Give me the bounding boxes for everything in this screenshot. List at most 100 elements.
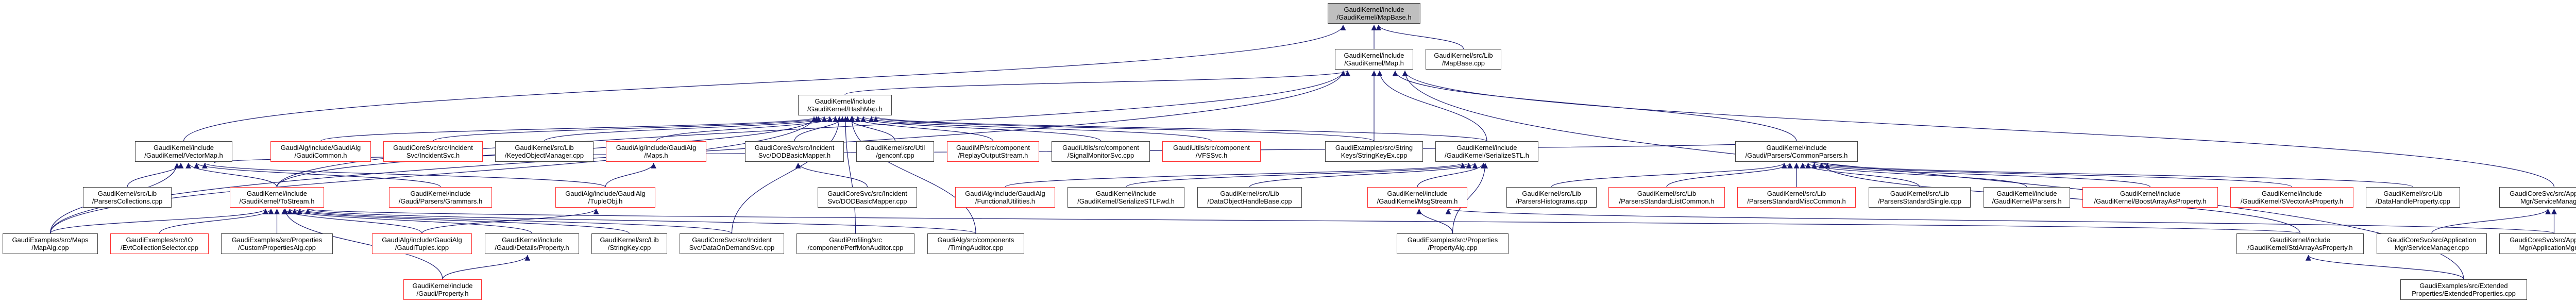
graph-node-svectorasproperty-h[interactable]: GaudiKernel/include/GaudiKernel/SVectorA… [2230, 187, 2353, 208]
graph-node-gaudicommon-h[interactable]: GaudiAlg/include/GaudiAlg/GaudiCommon.h [270, 141, 371, 162]
edge-maps_h-to-hashmap_h [655, 116, 838, 142]
node-label-line: GaudiKernel/include [815, 97, 875, 105]
edge-gaudi_property_h-to-details_property_h [442, 255, 531, 280]
graph-node-perfmonauditor-cpp[interactable]: GaudiProfiling/src/component/PerfMonAudi… [796, 233, 914, 254]
graph-node-commonparsers-h[interactable]: GaudiKernel/include/Gaudi/Parsers/Common… [1735, 141, 1858, 162]
graph-node-mapbase-h[interactable]: GaudiKernel/include/GaudiKernel/MapBase.… [1328, 3, 1420, 24]
node-label-line: GaudiUtils/src/component [1062, 144, 1139, 152]
node-label-line: /TimingAuditor.cpp [948, 244, 1004, 251]
graph-node-genconf-cpp[interactable]: GaudiKernel/src/Util/genconf.cpp [856, 141, 934, 162]
graph-node-evtcollectionselector-cpp[interactable]: GaudiExamples/src/IO/EvtCollectionSelect… [110, 233, 209, 254]
graph-node-signalmonitorsvc-cpp[interactable]: GaudiUtils/src/component/SignalMonitorSv… [1052, 141, 1150, 162]
graph-node-parsersstandardlistcommon-h[interactable]: GaudiKernel/src/Lib/ParsersStandardListC… [1608, 187, 1725, 208]
graph-node-datahandleproperty-cpp[interactable]: GaudiKernel/src/Lib/DataHandleProperty.c… [2366, 187, 2460, 208]
edge-parsersstandardlistcommon_h-to-commonparsers_h [1666, 162, 1793, 188]
graph-node-details-property-h[interactable]: GaudiKernel/include/Gaudi/Details/Proper… [485, 233, 579, 254]
node-label-line: GaudiAlg/include/GaudiAlg [616, 144, 697, 152]
graph-node-servicemanager-h[interactable]: GaudiCoreSvc/src/ApplicationMgr/ServiceM… [2499, 187, 2576, 208]
node-label-line: GaudiKernel/include [246, 190, 308, 197]
node-label-line: /GaudiKernel/Map.h [1344, 59, 1404, 67]
graph-node-dataobjecthandlebase-cpp[interactable]: GaudiKernel/src/Lib/DataObjectHandleBase… [1197, 187, 1302, 208]
graph-node-map-h[interactable]: GaudiKernel/include/GaudiKernel/Map.h [1335, 49, 1413, 70]
node-label-line: GaudiProfiling/src [829, 236, 882, 244]
edge-boostarrayasproperty_h-to-commonparsers_h [1811, 162, 2151, 188]
node-label-line: /GaudiKernel/HashMap.h [807, 105, 883, 113]
edge-servicemanager_cpp-to-servicemanager_h [2431, 208, 2551, 234]
edge-servicemanager_h-to-map_h [1402, 70, 2555, 188]
node-label-line: GaudiKernel/include [1344, 52, 1404, 59]
graph-node-timingauditor-cpp[interactable]: GaudiAlg/src/components/TimingAuditor.cp… [927, 233, 1024, 254]
graph-node-replayoutputstream-h[interactable]: GaudiMP/src/component/ReplayOutputStream… [947, 141, 1039, 162]
edge-gaudicommon_h-to-hashmap_h [320, 116, 822, 142]
graph-node-parsershistograms-cpp[interactable]: GaudiKernel/src/Lib/ParsersHistograms.cp… [1506, 187, 1597, 208]
graph-node-gaudituples-icpp[interactable]: GaudiAlg/include/GaudiAlg/GaudiTuples.ic… [372, 233, 472, 254]
graph-node-stdarrayasproperty-h[interactable]: GaudiKernel/include/GaudiKernel/StdArray… [2236, 233, 2364, 254]
graph-node-mapbase-cpp[interactable]: GaudiKernel/src/Lib/MapBase.cpp [1426, 49, 1501, 70]
node-label-line: /CustomPropertiesAlg.cpp [238, 244, 316, 251]
edge-dodbasicmapper_cpp-to-dodbasicmapper_h [795, 162, 868, 188]
graph-node-serializestlfwd-h[interactable]: GaudiKernel/include/GaudiKernel/Serializ… [1067, 187, 1184, 208]
graph-node-propertyalg-cpp[interactable]: GaudiExamples/src/Properties/PropertyAlg… [1397, 233, 1509, 254]
edge-stringkey_cpp-to-tostream_h [292, 208, 630, 234]
node-label-line: Svc/DataOnDemandSvc.cpp [689, 244, 775, 251]
node-label-line: GaudiCoreSvc/src/Application [2510, 190, 2576, 197]
node-label-line: GaudiKernel/include [1766, 144, 1827, 152]
edge-functionalutilities_h-to-serializestl_h [1005, 162, 1466, 188]
edge-extendedproperties_cpp-to-stdarrayasproperty_h [2306, 255, 2464, 280]
graph-node-vfssvc-h[interactable]: GaudiUtils/src/component/VFSSvc.h [1162, 141, 1261, 162]
graph-node-msgstream-h[interactable]: GaudiKernel/include/GaudiKernel/MsgStrea… [1367, 187, 1467, 208]
node-label-line: /GaudiCommon.h [294, 152, 347, 159]
node-label-line: /genconf.cpp [876, 152, 914, 159]
node-label-line: /Gaudi/Property.h [416, 290, 469, 297]
graph-node-serializestl-h[interactable]: GaudiKernel/include/GaudiKernel/Serializ… [1435, 141, 1538, 162]
edge-vectormap_h-to-mapbase_h [183, 24, 1346, 142]
graph-node-parsers-h[interactable]: GaudiKernel/include/GaudiKernel/Parsers.… [1984, 187, 2070, 208]
node-label-line: /GaudiKernel/SerializeSTLFwd.h [1077, 197, 1175, 205]
edge-keyedobjectmanager_cpp-to-hashmap_h [544, 116, 833, 142]
edge-genconf_cpp-to-hashmap_h [844, 116, 896, 142]
node-label-line: /Gaudi/Details/Property.h [495, 244, 569, 251]
edge-hashmap_h-to-map_h [844, 70, 1350, 95]
node-label-line: GaudiKernel/include [153, 144, 214, 152]
node-label-line: Keys/StringKeyEx.cpp [1341, 152, 1408, 159]
graph-node-gaudi-property-h[interactable]: GaudiKernel/include/Gaudi/Property.h [403, 279, 482, 300]
node-label-line: /SignalMonitorSvc.cpp [1067, 152, 1134, 159]
graph-node-functionalutilities-h[interactable]: GaudiAlg/include/GaudiAlg/FunctionalUtil… [955, 187, 1055, 208]
node-label-line: /GaudiKernel/Parsers.h [1992, 197, 2062, 205]
graph-node-boostarrayasproperty-h[interactable]: GaudiKernel/include/GaudiKernel/BoostArr… [2082, 187, 2218, 208]
node-label-line: Svc/DODBasicMapper.cpp [827, 197, 907, 205]
graph-node-stringkey-cpp[interactable]: GaudiKernel/src/Lib/StringKey.cpp [591, 233, 667, 254]
graph-node-grammars-h[interactable]: GaudiKernel/include/Gaudi/Parsers/Gramma… [389, 187, 492, 208]
graph-node-keyedobjectmanager-cpp[interactable]: GaudiKernel/src/Lib/KeyedObjectManager.c… [495, 141, 594, 162]
node-label-line: GaudiExamples/src/Extended [2419, 282, 2508, 290]
graph-node-custompropertiesalg-cpp[interactable]: GaudiExamples/src/Properties/CustomPrope… [221, 233, 333, 254]
node-label-line: GaudiKernel/include [1996, 190, 2057, 197]
edge-datahandleproperty_cpp-to-commonparsers_h [1824, 162, 2414, 188]
edge-grammars_h-to-vectormap_h [194, 162, 441, 188]
edge-mapbase_cpp-to-mapbase_h [1376, 24, 1464, 49]
graph-node-parserscollections-cpp[interactable]: GaudiKernel/src/Lib/ParsersCollections.c… [83, 187, 172, 208]
edge-parsersstandardsingle_cpp-to-commonparsers_h [1800, 162, 1920, 188]
graph-node-tostream-h[interactable]: GaudiKernel/include/GaudiKernel/ToStream… [230, 187, 324, 208]
graph-node-applicationmgr-cpp[interactable]: GaudiCoreSvc/src/ApplicationMgr/Applicat… [2499, 233, 2576, 254]
node-label-line: GaudiAlg/include/GaudiAlg [382, 236, 462, 244]
edge-evtcollectionselector_cpp-to-tostream_h [159, 208, 274, 234]
graph-node-parsersstandardmisccommon-h[interactable]: GaudiKernel/src/Lib/ParsersStandardMiscC… [1737, 187, 1856, 208]
graph-node-mapalg-cpp[interactable]: GaudiExamples/src/Maps/MapAlg.cpp [3, 233, 98, 254]
graph-node-maps-h[interactable]: GaudiAlg/include/GaudiAlg/Maps.h [606, 141, 706, 162]
node-label-line: /StringKey.cpp [607, 244, 651, 251]
graph-node-tupleobj-h[interactable]: GaudiAlg/include/GaudiAlg/TupleObj.h [555, 187, 655, 208]
edge-timingauditor_cpp-to-hashmap_h [849, 116, 976, 234]
graph-node-parsersstandardsingle-cpp[interactable]: GaudiKernel/src/Lib/ParsersStandardSingl… [1869, 187, 1971, 208]
graph-node-hashmap-h[interactable]: GaudiKernel/include/GaudiKernel/HashMap.… [798, 95, 892, 115]
edge-dataondemandsvc_cpp-to-hashmap_h [731, 116, 842, 234]
graph-node-vectormap-h[interactable]: GaudiKernel/include/GaudiKernel/VectorMa… [135, 141, 232, 162]
node-label-line: GaudiKernel/include [501, 236, 563, 244]
